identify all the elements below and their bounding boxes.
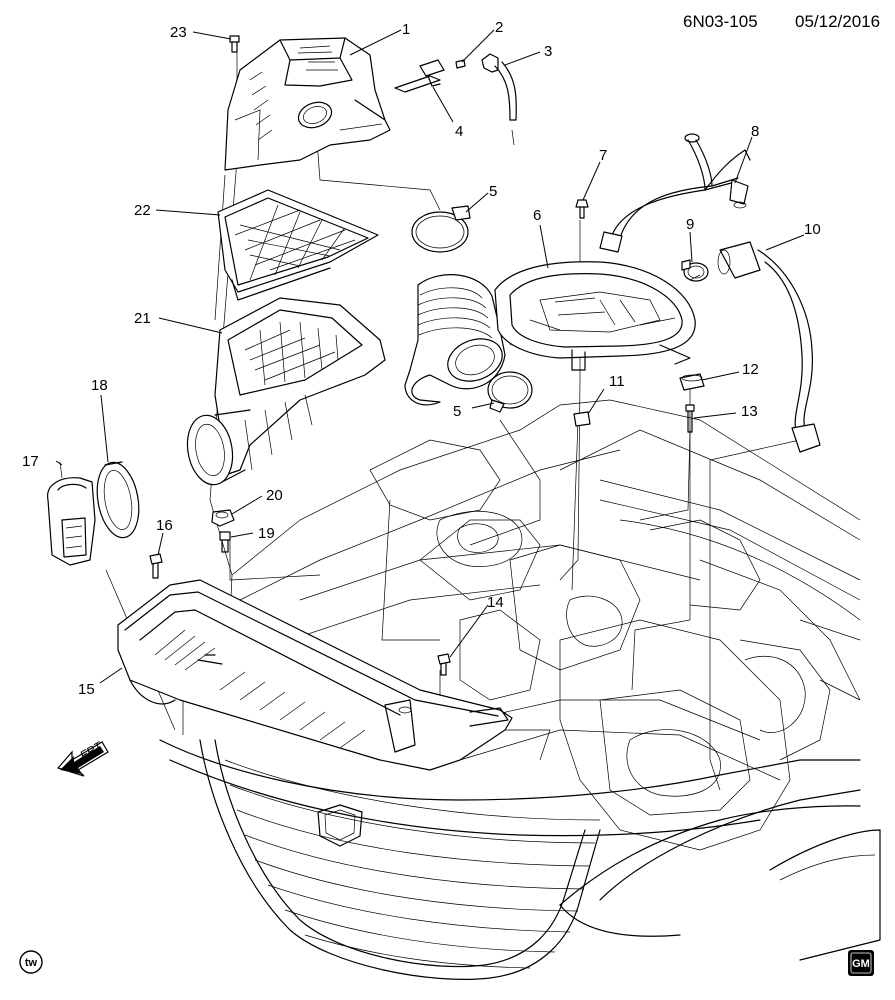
part-23-bolt: [229, 35, 240, 53]
part-5-upper-clamp: [411, 205, 471, 253]
callout-19: 19: [258, 525, 275, 542]
callout-20: 20: [266, 487, 283, 504]
callout-5-lower: 5: [453, 403, 461, 420]
callout-6: 6: [533, 207, 541, 224]
gm-logo: GM: [848, 950, 874, 976]
part-2-4-sensor-bracket: [394, 59, 466, 93]
callout-21: 21: [134, 310, 151, 327]
callout-11: 11: [609, 373, 625, 390]
part-18-adapter: [96, 461, 140, 539]
front-direction-marker: FRT: [56, 738, 109, 777]
part-20-grommet: [211, 509, 235, 527]
part-3-hose: [481, 53, 517, 146]
part-8-pcv-hose: [599, 133, 751, 253]
callout-7: 7: [599, 147, 607, 164]
part-22-air-filter: [217, 189, 379, 301]
callout-4: 4: [455, 123, 463, 140]
callout-17: 17: [22, 453, 39, 470]
part-1-air-cleaner-cover: [224, 37, 391, 171]
air-intake-duct: [404, 274, 521, 406]
part-7-bolt: [575, 199, 589, 219]
part-12-grommet: [679, 373, 705, 391]
part-9-clamp: [681, 259, 709, 282]
callout-16: 16: [156, 517, 173, 534]
callout-5-upper: 5: [489, 183, 497, 200]
callout-leaders: [55, 29, 805, 684]
callout-2: 2: [495, 19, 503, 36]
callout-3: 3: [544, 43, 552, 60]
part-11-grommet: [573, 411, 591, 427]
callout-23: 23: [170, 24, 187, 41]
callout-8: 8: [751, 123, 759, 140]
tw-mark: tw: [19, 950, 43, 974]
callout-22: 22: [134, 202, 151, 219]
part-6-engine-cover: [494, 261, 696, 371]
part-5-lower-clamp: [487, 371, 533, 413]
callout-1: 1: [402, 21, 410, 38]
callout-10: 10: [804, 221, 821, 238]
part-19-bolt: [219, 531, 231, 553]
part-14-bolt: [437, 653, 451, 676]
part-17-maf-sensor: [47, 461, 96, 566]
svg-text:tw: tw: [25, 957, 38, 969]
callout-12: 12: [742, 361, 759, 378]
diagram-id: 6N03-105: [683, 12, 758, 31]
callout-18: 18: [91, 377, 108, 394]
callout-numbers: 23 1 2 3 4 5 6 7 8 9 10 11 12 13 5 14 15…: [22, 19, 821, 698]
callout-13: 13: [741, 403, 758, 420]
svg-text:GM: GM: [852, 958, 870, 970]
front-grille: [199, 739, 601, 980]
part-10-vent-hose: [717, 241, 821, 453]
callout-15: 15: [78, 681, 95, 698]
callout-9: 9: [686, 216, 694, 233]
part-13-stud: [685, 404, 695, 433]
front-direction-arrow-icon: [56, 741, 109, 777]
part-15-intake-baffle: [117, 579, 513, 771]
part-16-bolt: [149, 553, 163, 579]
part-21-air-cleaner-housing: [186, 297, 386, 486]
callout-14: 14: [487, 594, 504, 611]
diagram-header: 6N03-105 05/12/2016: [683, 12, 880, 31]
diagram-date: 05/12/2016: [795, 12, 880, 31]
